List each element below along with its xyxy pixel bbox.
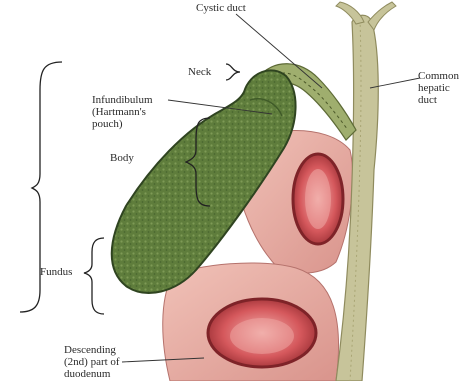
- label-cystic-duct: Cystic duct: [196, 2, 246, 14]
- hepatic-branch-left: [336, 2, 364, 24]
- bracket-neck: [226, 64, 240, 80]
- label-common-hepatic-duct-1: Common: [418, 70, 459, 82]
- label-infundibulum-2: (Hartmann's: [92, 106, 146, 118]
- label-common-hepatic-duct-2: hepatic: [418, 82, 450, 94]
- label-duodenum-2: (2nd) part of: [64, 356, 120, 368]
- label-infundibulum-3: pouch): [92, 118, 123, 130]
- label-common-hepatic-duct-3: duct: [418, 94, 437, 106]
- label-infundibulum-1: Infundibulum: [92, 94, 153, 106]
- label-neck: Neck: [188, 66, 211, 78]
- label-body: Body: [110, 152, 134, 164]
- label-duodenum-3: duodenum: [64, 368, 110, 380]
- label-duodenum-1: Descending: [64, 344, 116, 356]
- label-fundus: Fundus: [40, 266, 72, 278]
- hepatic-branch-right: [368, 2, 396, 30]
- bracket-fundus: [84, 238, 104, 314]
